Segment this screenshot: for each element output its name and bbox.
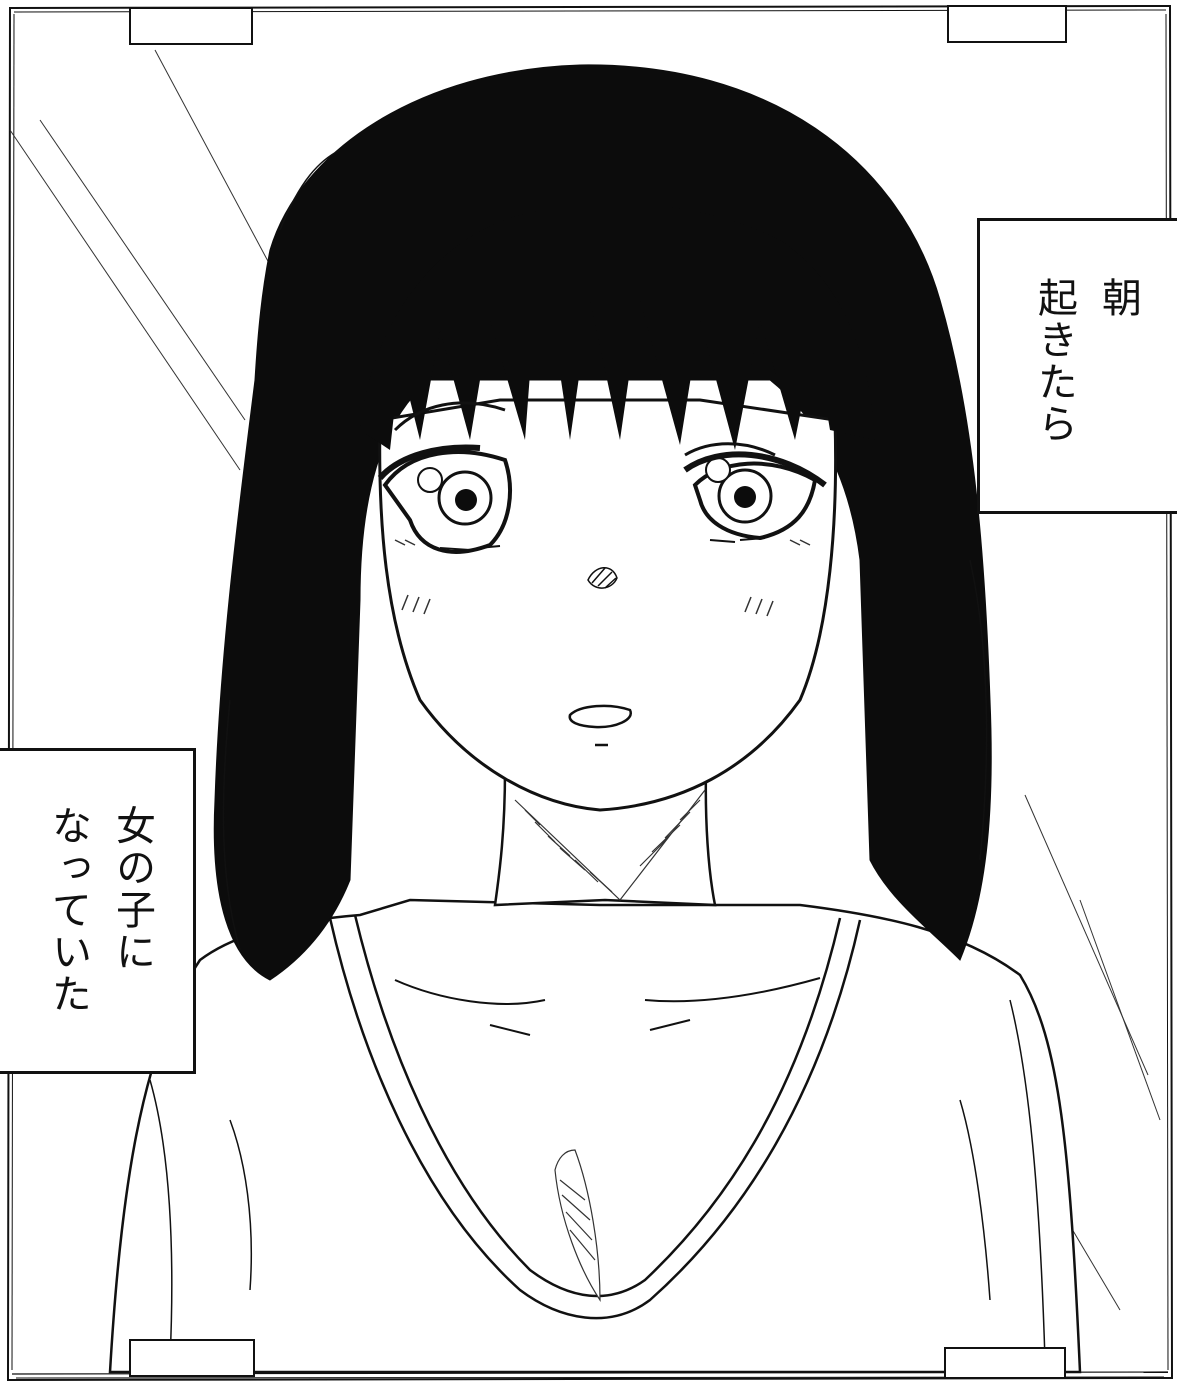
caption-right-line-2: 起きたら: [1031, 277, 1077, 445]
caption-left-line-2: なっていた: [45, 805, 91, 1015]
nose: [587, 567, 618, 589]
collarbones: [394, 977, 821, 1036]
hair-strands: [222, 149, 988, 951]
bangs: [360, 203, 875, 450]
left-eye: [377, 444, 512, 554]
caption-right-line-1: 朝: [1095, 277, 1141, 319]
collar: [328, 914, 862, 1320]
tape-tabs: [129, 5, 1067, 1379]
cleavage-shading: [554, 1149, 601, 1302]
eyebrows: [393, 401, 776, 457]
sleeve-folds: [149, 999, 1046, 1361]
caption-box-right: 朝 起きたら: [977, 218, 1177, 514]
caption-box-left: 女の子に なっていた: [0, 748, 196, 1074]
neck-shadow: [514, 789, 706, 901]
neck: [493, 768, 717, 907]
blush-marks: [394, 539, 811, 617]
right-eye: [683, 451, 827, 543]
caption-left-line-1: 女の子に: [109, 805, 155, 973]
mouth: [568, 704, 632, 747]
shirt: [108, 898, 1082, 1374]
